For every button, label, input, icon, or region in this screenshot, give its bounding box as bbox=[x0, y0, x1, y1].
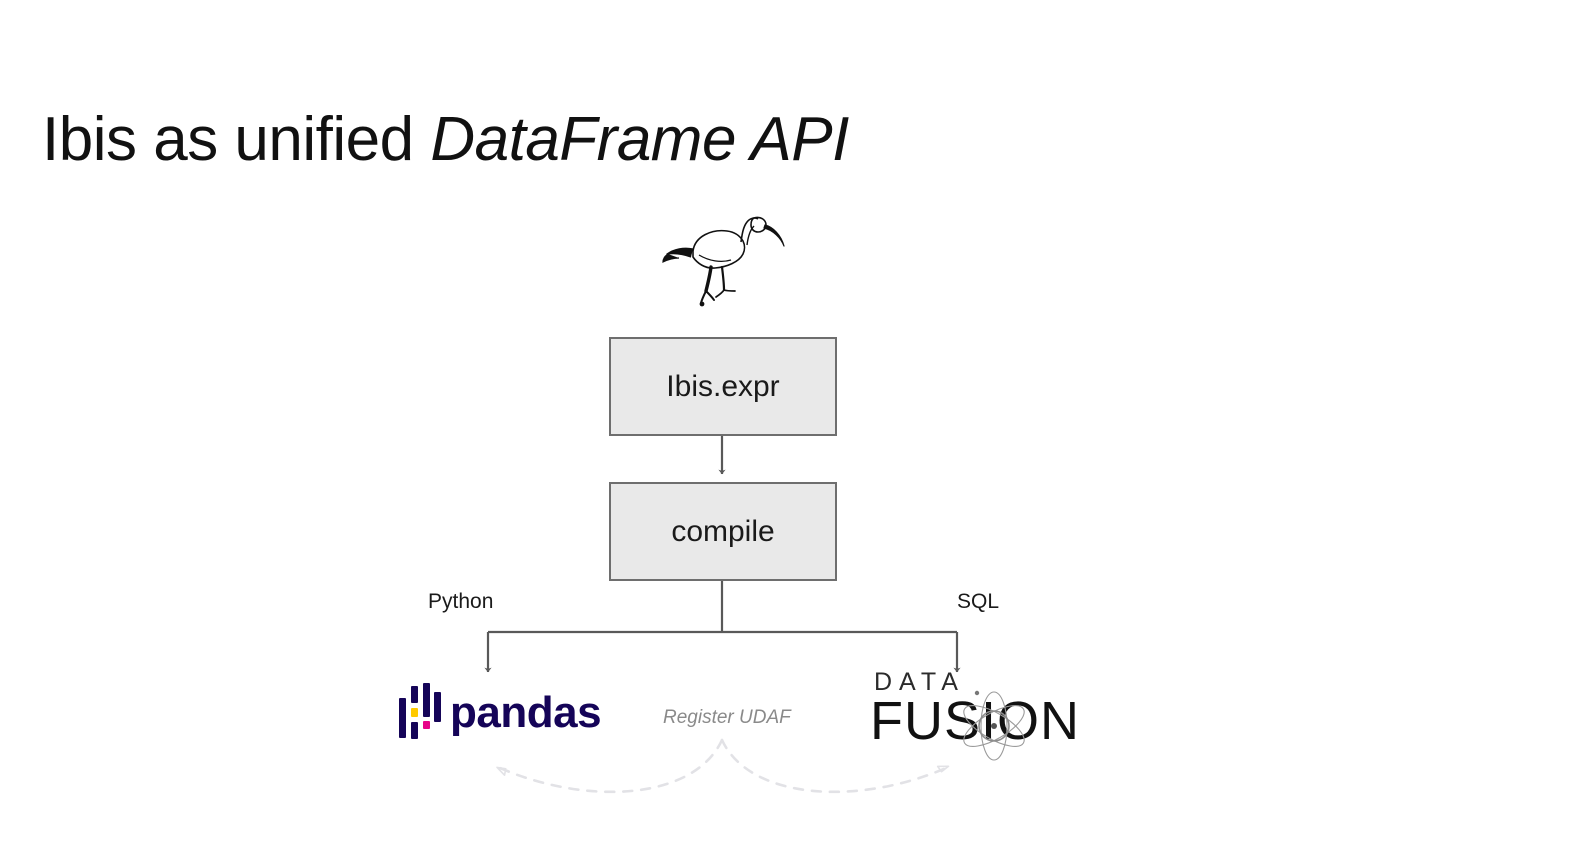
connector-compile-to-branches bbox=[484, 581, 961, 673]
datafusion-wordmark-fusion: FUSION bbox=[870, 691, 1081, 751]
atom-icon bbox=[963, 690, 1025, 761]
node-ibis-expr[interactable]: Ibis.expr bbox=[609, 337, 837, 436]
pandas-logo: pandas bbox=[398, 682, 602, 744]
datafusion-wordmark-data: DATA bbox=[874, 668, 965, 696]
pandas-mark-icon bbox=[399, 683, 441, 739]
node-compile[interactable]: compile bbox=[609, 482, 837, 581]
node-compile-label: compile bbox=[671, 514, 775, 548]
node-ibis-expr-label: Ibis.expr bbox=[666, 369, 780, 403]
edge-label-register-udaf: Register UDAF bbox=[663, 707, 791, 728]
ibis-bird-icon bbox=[655, 205, 785, 310]
page-title-emphasis: DataFrame API bbox=[430, 104, 849, 174]
pandas-wordmark: pandas bbox=[450, 688, 602, 737]
page-title-plain: Ibis as unified bbox=[42, 104, 431, 174]
edge-label-sql: SQL bbox=[957, 590, 1000, 613]
page-title: Ibis as unified DataFrame API bbox=[42, 104, 849, 175]
connector-register-udaf-dashed bbox=[496, 738, 950, 794]
datafusion-logo: DATA FUSION bbox=[866, 668, 1079, 761]
edge-label-python: Python bbox=[428, 590, 494, 613]
